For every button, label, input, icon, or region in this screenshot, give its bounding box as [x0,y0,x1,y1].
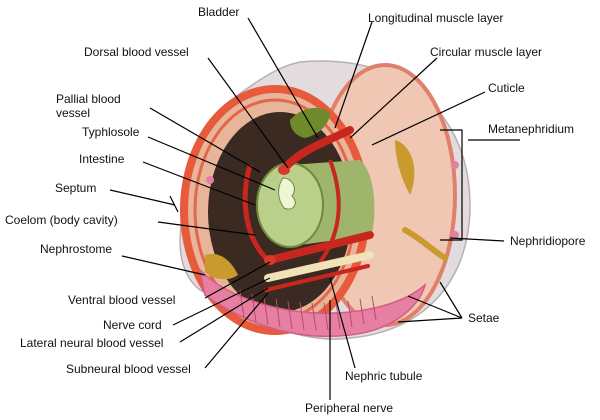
seta-3 [206,176,214,184]
subneural-blood-vessel [264,264,370,292]
label-setae: Setae [468,311,500,325]
label-ventral-blood-vessel: Ventral blood vessel [68,293,175,307]
seta-1 [451,161,459,169]
ventral-blood-vessel [266,231,374,264]
setae-hatching [239,289,377,331]
label-septum: Septum [55,181,96,195]
nerve-cord [264,251,374,282]
nephric-tubule [402,227,448,261]
pallial-blood-vessel [242,164,272,264]
label-nephric-tubule: Nephric tubule [345,369,423,383]
ventral-setae-region [198,267,427,338]
ventral-vessel-end [264,255,276,265]
label-lateral-neural-blood-vessel: Lateral neural blood vessel [20,336,163,350]
label-pallial-blood-vessel-line2: vessel [56,106,90,120]
earthworm-illustration [179,60,471,340]
label-nerve-cord: Nerve cord [103,318,162,332]
label-nephrostome: Nephrostome [40,242,112,256]
label-pallial-blood-vessel-line1: Pallial blood [56,92,121,106]
label-subneural-blood-vessel: Subneural blood vessel [66,362,191,376]
metanephridium-left [205,253,238,280]
label-bladder: Bladder [198,5,239,19]
label-cuticle: Cuticle [488,81,525,95]
seta-2 [451,231,459,239]
labels: Bladder Longitudinal muscle layer Dorsal… [5,5,586,415]
label-circular-muscle-layer: Circular muscle layer [430,45,542,59]
label-typhlosole: Typhlosole [82,125,140,139]
label-dorsal-blood-vessel: Dorsal blood vessel [84,45,189,59]
metanephridium-right [395,140,415,195]
dorsal-blood-vessel [281,126,354,172]
dorsal-vessel-end [278,165,290,175]
leader-lines [109,17,520,400]
label-intestine: Intestine [79,152,125,166]
label-nephridiopore: Nephridiopore [510,234,586,248]
label-metanephridium: Metanephridium [488,122,574,136]
pallial-blood-vessel-right [318,159,341,264]
typhlosole [278,177,296,210]
label-longitudinal-muscle-layer: Longitudinal muscle layer [368,11,503,25]
label-peripheral-nerve: Peripheral nerve [305,401,393,415]
label-coelom: Coelom (body cavity) [5,213,118,227]
bladder [290,107,330,138]
